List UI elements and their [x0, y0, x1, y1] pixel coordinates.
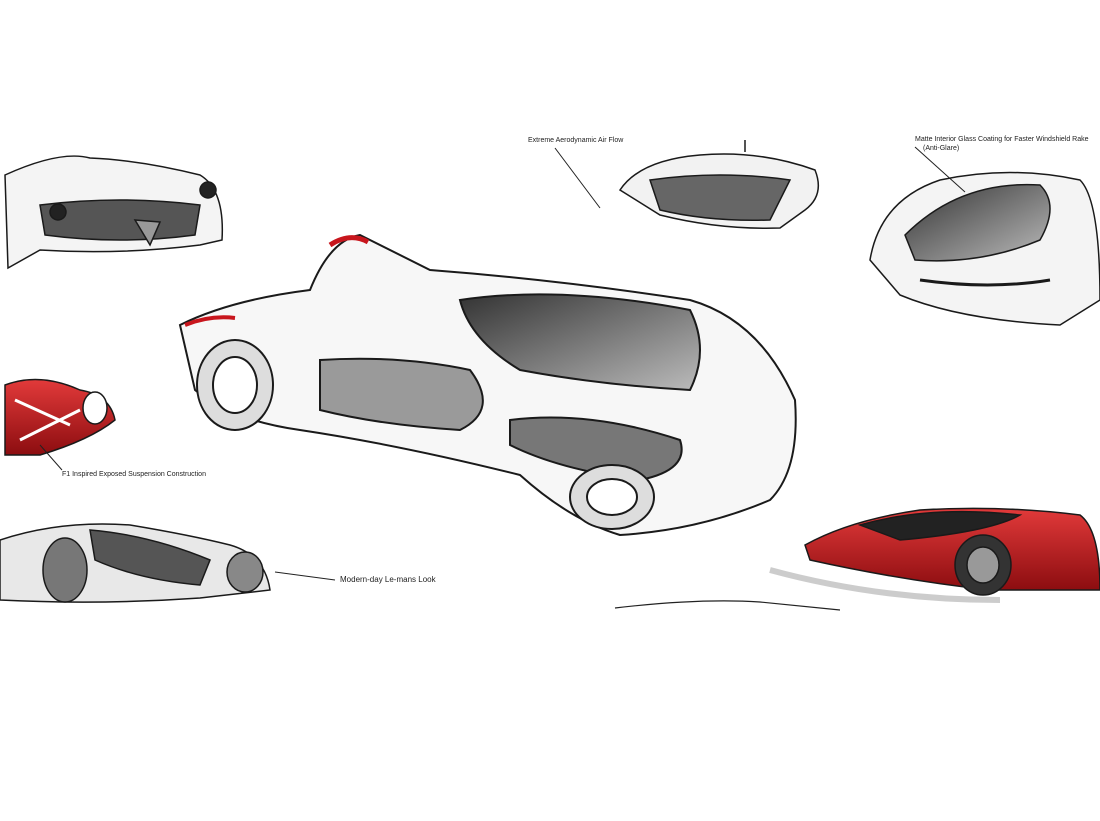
annotation-suspension: F1 Inspired Exposed Suspension Construct… — [62, 471, 206, 478]
leader-line-lemans — [274, 571, 336, 581]
ground-line — [614, 600, 841, 611]
annotation-lemans: Modern-day Le-mans Look — [340, 575, 436, 584]
sketch-lemans-side — [0, 523, 271, 603]
annotation-glass-line2: (Anti-Glare) — [923, 145, 960, 152]
annotation-airflow: Extreme Aerodynamic Air Flow — [528, 137, 624, 144]
sketch-red-render — [804, 507, 1100, 596]
annotation-glass-line1: Matte Interior Glass Coating for Faster … — [915, 136, 1089, 143]
sketch-f1-red-suspension — [4, 378, 116, 456]
leader-line-suspension — [39, 444, 63, 471]
leader-line-glass — [914, 146, 966, 193]
ground-shadow — [769, 567, 1001, 603]
sketch-front-view-topleft — [4, 155, 224, 270]
sketch-front-three-quarter-topright — [869, 171, 1100, 326]
sketch-main-car-perspective — [178, 233, 797, 537]
leader-line-airflow — [554, 147, 601, 209]
sketch-rear-view-top — [618, 140, 820, 229]
